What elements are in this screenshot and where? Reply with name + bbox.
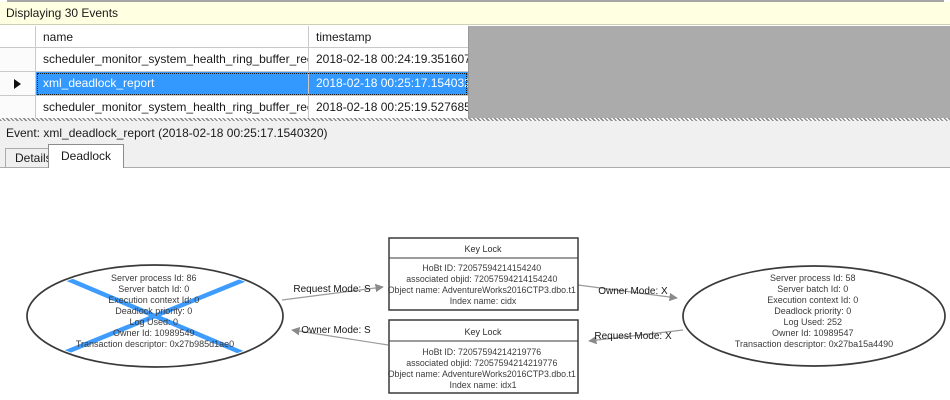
events-table-header: name timestamp — [0, 26, 468, 48]
edge-lines — [281, 283, 684, 346]
keylock-top-title: Key Lock — [464, 244, 502, 254]
cell-timestamp[interactable]: 2018-02-18 00:24:19.3516078 — [309, 48, 468, 72]
table-row-selected[interactable]: xml_deadlock_report 2018-02-18 00:25:17.… — [0, 72, 468, 96]
events-count-bar: Displaying 30 Events — [0, 2, 950, 25]
victim-process-text: Server process Id: 86 Server batch Id: 0… — [76, 273, 234, 349]
keylock-bottom-text: HoBt ID: 72057594214219776 associated ob… — [388, 347, 579, 390]
process-node-winner[interactable]: Server process Id: 58 Server batch Id: 0… — [682, 265, 946, 367]
events-count-label: Displaying 30 Events — [6, 6, 119, 20]
edge-owner-s-line — [291, 327, 389, 346]
deadlock-graph: Request Mode: S Owner Mode: S Owner Mode… — [26, 237, 946, 394]
row-cells[interactable]: xml_deadlock_report 2018-02-18 00:25:17.… — [36, 72, 468, 96]
winner-process-text: Server process Id: 58 Server batch Id: 0… — [735, 273, 893, 349]
edge-label-owner-mode-s: Owner Mode: S — [301, 325, 371, 336]
column-header-timestamp[interactable]: timestamp — [309, 26, 468, 48]
current-row-arrow-icon — [14, 78, 21, 89]
cell-name[interactable]: xml_deadlock_report — [36, 72, 309, 96]
cell-timestamp[interactable]: 2018-02-18 00:25:19.5276859 — [309, 96, 468, 120]
cell-name[interactable]: scheduler_monitor_system_health_ring_buf… — [36, 96, 309, 120]
resource-node-keylock-top[interactable]: Key Lock HoBt ID: 72057594214154240 asso… — [388, 237, 579, 311]
deadlock-graph-panel: Request Mode: S Owner Mode: S Owner Mode… — [0, 167, 950, 400]
edge-label-request-mode-x: Request Mode: X — [594, 331, 672, 342]
tab-details[interactable]: Details — [5, 148, 62, 168]
edge-label-owner-mode-x: Owner Mode: X — [598, 286, 668, 297]
table-row[interactable]: scheduler_monitor_system_health_ring_buf… — [0, 96, 468, 120]
row-cells[interactable]: scheduler_monitor_system_health_ring_buf… — [36, 48, 468, 72]
selected-event-label: Event: xml_deadlock_report (2018-02-18 0… — [6, 126, 328, 140]
row-selector-current[interactable] — [0, 72, 36, 96]
row-selector[interactable] — [0, 96, 36, 120]
cell-timestamp[interactable]: 2018-02-18 00:25:17.1540320 — [309, 72, 468, 96]
detail-tabstrip: Details Deadlock — [0, 144, 950, 168]
edge-request-s-line — [281, 283, 384, 301]
keylock-top-text: HoBt ID: 72057594214154240 associated ob… — [388, 263, 579, 306]
table-row[interactable]: scheduler_monitor_system_health_ring_buf… — [0, 48, 468, 72]
events-table: name timestamp scheduler_monitor_system_… — [0, 26, 469, 120]
column-header-name[interactable]: name — [36, 26, 309, 48]
selected-event-bar: Event: xml_deadlock_report (2018-02-18 0… — [0, 121, 950, 144]
cell-name[interactable]: scheduler_monitor_system_health_ring_buf… — [36, 48, 309, 72]
pane-splitter[interactable] — [0, 118, 950, 121]
process-node-victim[interactable]: Server process Id: 86 Server batch Id: 0… — [26, 264, 284, 368]
row-selector[interactable] — [0, 48, 36, 72]
edge-owner-x-line — [577, 284, 678, 302]
tab-deadlock[interactable]: Deadlock — [48, 144, 125, 168]
row-cells[interactable]: scheduler_monitor_system_health_ring_buf… — [36, 96, 468, 120]
resource-node-keylock-bottom[interactable]: Key Lock HoBt ID: 72057594214219776 asso… — [388, 319, 579, 394]
edge-label-request-mode-s: Request Mode: S — [293, 284, 371, 295]
edge-request-x-line — [588, 329, 684, 345]
top-divider — [7, 0, 944, 2]
victim-cross-icon — [31, 267, 279, 365]
header-selector-cell — [0, 26, 36, 48]
events-grid: name timestamp scheduler_monitor_system_… — [0, 26, 950, 120]
keylock-bottom-title: Key Lock — [464, 327, 502, 337]
